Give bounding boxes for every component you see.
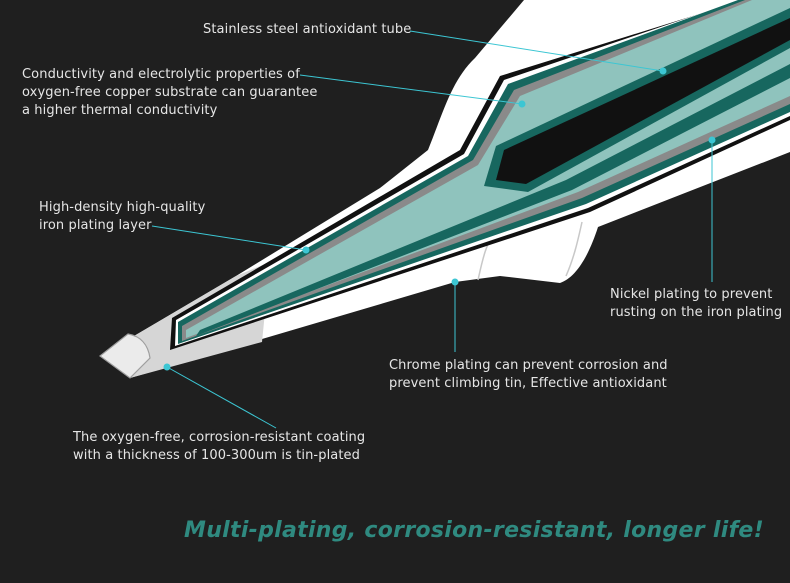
leader-tin <box>166 366 277 429</box>
dot-stainless <box>659 67 667 75</box>
dot-iron <box>302 246 310 254</box>
dot-tin <box>163 363 171 371</box>
dot-copper <box>518 100 526 108</box>
label-nickel-plating: Nickel plating to prevent rusting on the… <box>610 287 783 320</box>
label-chrome-plating: Chrome plating can prevent corrosion and… <box>389 358 668 391</box>
leader-lines <box>151 30 716 429</box>
shell-seam-2 <box>565 221 583 277</box>
leader-stainless <box>409 30 664 72</box>
label-tin-coating: The oxygen-free, corrosion-resistant coa… <box>73 430 366 463</box>
tip-bevel <box>99 333 151 379</box>
label-copper-substrate: Conductivity and electrolytic properties… <box>22 67 318 118</box>
leader-copper <box>299 74 523 105</box>
dot-nickel <box>708 136 716 144</box>
label-stainless-tube: Stainless steel antioxidant tube <box>203 22 412 37</box>
tagline: Multi-plating, corrosion-resistant, long… <box>184 518 764 543</box>
label-iron-plating: High-density high-quality iron plating l… <box>39 200 206 233</box>
dot-chrome <box>451 278 459 286</box>
leader-iron <box>151 225 307 251</box>
inner-channel <box>496 18 790 184</box>
nickel-band <box>196 64 790 336</box>
